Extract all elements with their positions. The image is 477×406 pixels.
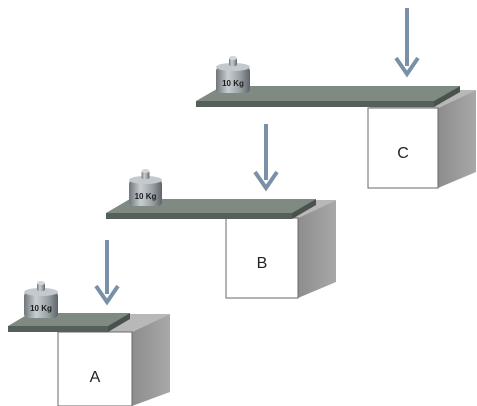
plank-front-c xyxy=(196,101,434,107)
weight-body-c xyxy=(216,67,250,93)
force-arrow-a xyxy=(94,240,120,306)
weight-b: 10 Kg xyxy=(129,169,162,206)
weight-body-a xyxy=(24,292,58,318)
weight-top-a xyxy=(24,288,58,296)
box-front-a xyxy=(57,331,133,406)
weight-label-c: 10 Kg xyxy=(222,79,244,88)
plank-top-c xyxy=(196,86,460,101)
weight-label-a: 10 Kg xyxy=(30,304,52,313)
plank-end-b xyxy=(292,199,316,219)
box-front-c xyxy=(367,107,439,189)
force-arrow-c xyxy=(394,8,420,78)
box-label-a: A xyxy=(90,369,101,386)
weight-knob-b xyxy=(141,171,150,179)
force-arrow-b xyxy=(253,124,279,192)
weight-top-c xyxy=(216,63,250,71)
plank-front-b xyxy=(106,213,292,219)
weight-top-b xyxy=(129,176,162,184)
weight-label-b: 10 Kg xyxy=(135,192,157,201)
plank-end-c xyxy=(434,86,460,107)
box-side-a xyxy=(132,314,170,406)
arrow-down-icon xyxy=(94,284,120,306)
box-front-b xyxy=(225,217,299,299)
arrow-down-icon xyxy=(253,170,279,192)
plank-c xyxy=(196,86,460,107)
setup-a: A 10 Kg xyxy=(8,240,170,406)
setup-b: B 10 Kg xyxy=(106,124,336,299)
arrow-down-icon xyxy=(394,56,420,78)
weight-knob-a xyxy=(37,283,45,291)
setup-c: C 10 Kg xyxy=(196,8,476,189)
weight-a: 10 Kg xyxy=(24,281,58,318)
box-label-b: B xyxy=(257,255,268,272)
plank-front-a xyxy=(8,326,108,332)
weight-body-b xyxy=(129,180,162,206)
box-label-c: C xyxy=(397,145,409,162)
plank-end-a xyxy=(108,313,130,332)
weight-c: 10 Kg xyxy=(216,56,250,93)
box-side-b xyxy=(298,200,336,298)
weight-knob-c xyxy=(229,58,237,66)
box-side-c xyxy=(438,90,476,188)
